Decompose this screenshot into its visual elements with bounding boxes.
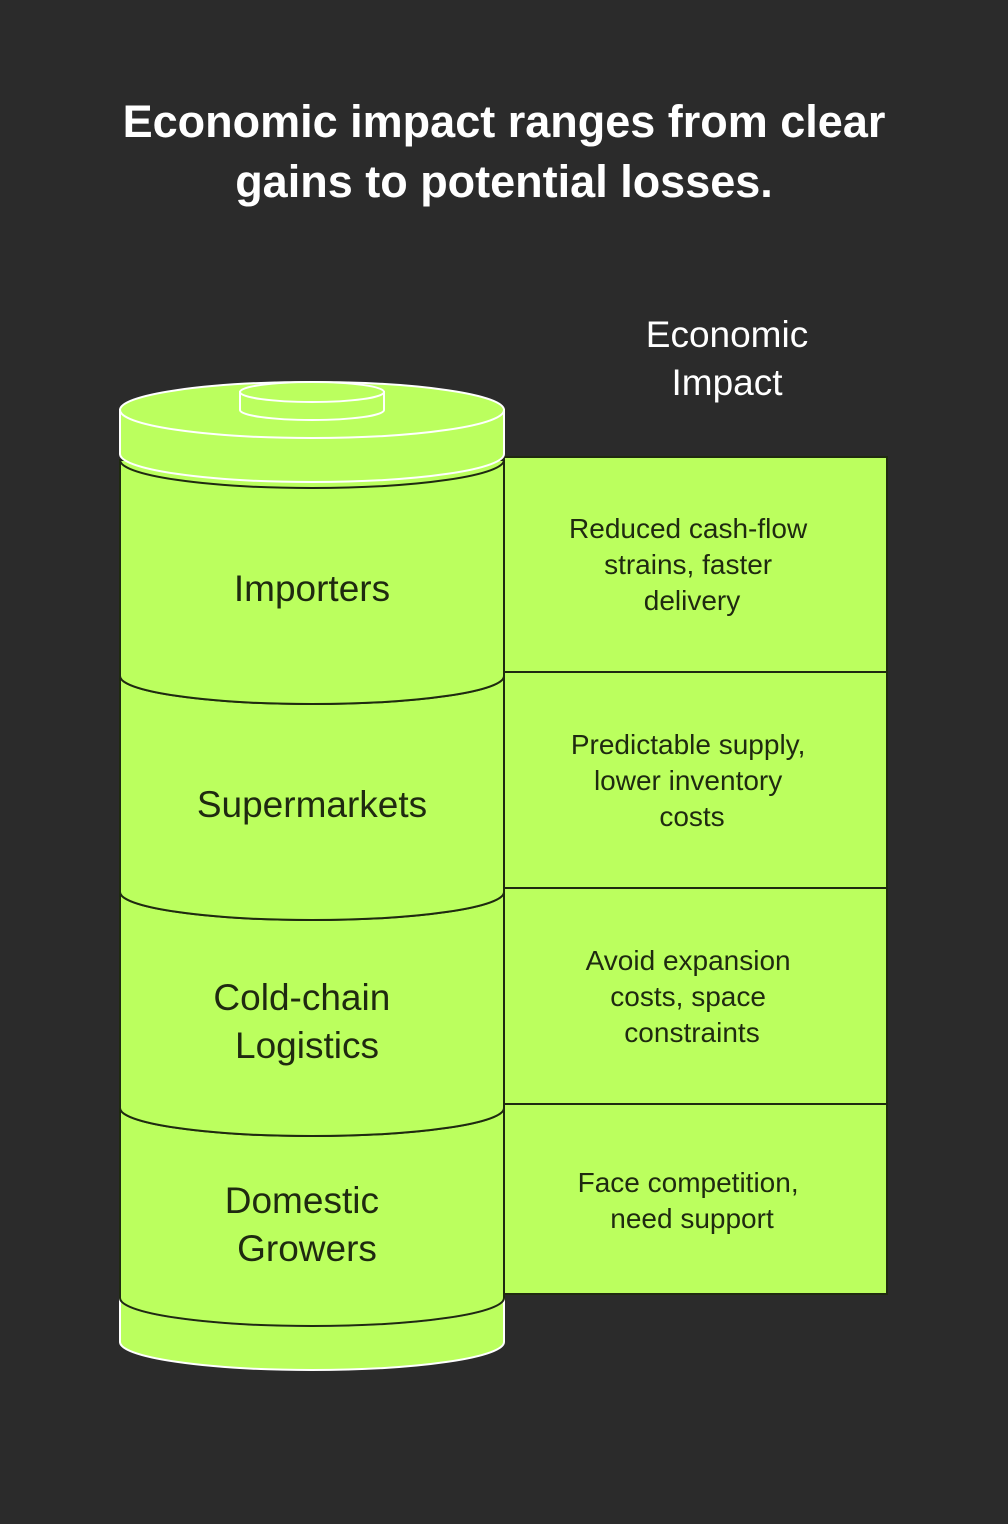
cylinder-top-cap [119, 381, 505, 483]
column-header-line-1: Economic [645, 314, 809, 355]
impact-text-cold-chain: Avoid expansion costs, space constraints [586, 945, 799, 1048]
title-line-1: Economic impact ranges from clear [122, 96, 886, 147]
impact-box-cold-chain [503, 887, 888, 1105]
impact-text-importers: Reduced cash-flow strains, faster delive… [569, 513, 815, 616]
tier-labels: Importers Supermarkets Cold-chain Logist… [197, 568, 427, 1269]
impact-text-supermarkets: Predictable supply, lower inventory cost… [571, 729, 813, 832]
tier-label-importers: Importers [234, 568, 390, 609]
diagram-title: Economic impact ranges from clear gains … [0, 92, 1008, 212]
tier-label-cold-chain-logistics: Cold-chain Logistics [213, 977, 400, 1066]
economic-impact-header: Economic Impact [567, 311, 887, 407]
title-line-2: gains to potential losses. [235, 156, 773, 207]
tier-label-supermarkets: Supermarkets [197, 784, 427, 825]
column-header-line-2: Impact [671, 362, 783, 403]
tier-importers [119, 459, 505, 705]
impact-box-domestic-growers [503, 1103, 888, 1295]
impact-box-importers [503, 456, 888, 673]
impact-box-supermarkets [503, 671, 888, 889]
impact-descriptions: Reduced cash-flow strains, faster delive… [569, 513, 815, 1234]
impact-text-domestic-growers: Face competition, need support [578, 1167, 807, 1234]
tier-label-domestic-growers: Domestic Growers [225, 1180, 389, 1269]
impact-boxes [503, 456, 888, 1295]
